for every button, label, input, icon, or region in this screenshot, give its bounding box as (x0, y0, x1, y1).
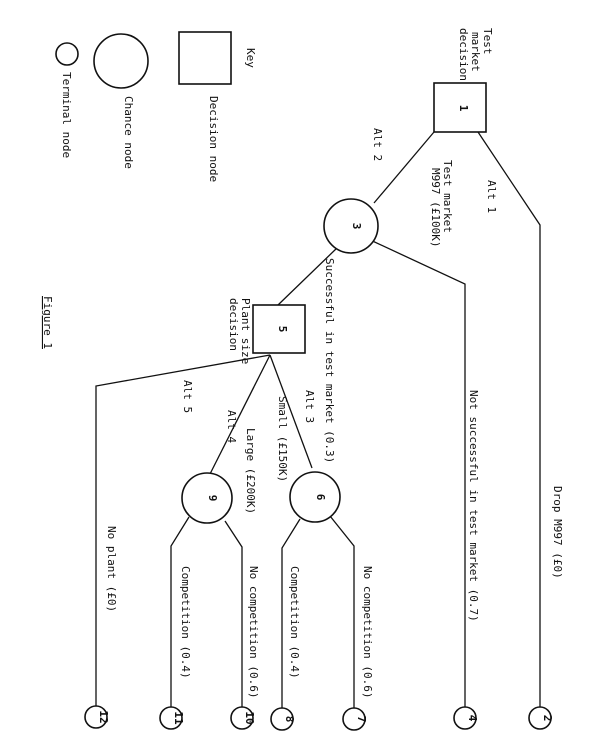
edge-label-test-market-line1: Test market (441, 160, 454, 233)
edge-label-no-plant: No plant (£0) (105, 526, 118, 612)
edge-alt1-drop (477, 131, 541, 707)
edge-labels: Alt 1 Alt 2 Test market M997 (£100K) Dro… (105, 128, 564, 698)
edge-n9-no-competition (224, 520, 243, 707)
terminal-node-7-number: 7 (355, 716, 368, 723)
decision-node-5-caption-line2: decision (227, 298, 240, 351)
tree-nodes: 1 Test market decision 3 5 Plant size de… (84, 28, 554, 731)
edge-label-alt2: Alt 2 (371, 128, 384, 161)
tree-edges (95, 131, 541, 708)
edge-alt4-large (209, 354, 271, 475)
edge-label-successful: Successful in test market (0.3) (323, 258, 336, 463)
edge-label-n9-competition: Competition (0.4) (179, 566, 192, 679)
edge-label-large: Large (£200K) (244, 428, 257, 514)
decision-node-1: 1 Test market decision (433, 28, 494, 133)
edge-alt3-small (269, 354, 313, 469)
terminal-node-2: 2 (528, 706, 554, 730)
edge-label-alt3: Alt 3 (303, 390, 316, 423)
edge-label-alt5: Alt 5 (181, 380, 194, 413)
edge-label-not-successful: Not successful in test market (0.7) (467, 390, 480, 622)
key-chance-label: Chance node (122, 96, 135, 169)
decision-node-1-caption-line1: Test (481, 28, 494, 55)
key-terminal-circle-icon (55, 42, 79, 66)
terminal-node-12-number: 12 (97, 710, 110, 723)
figure-caption: Figure 1 (41, 296, 54, 349)
terminal-node-4: 4 (453, 706, 479, 730)
terminal-node-8: 8 (270, 707, 296, 731)
edge-label-n6-competition: Competition (0.4) (288, 566, 301, 679)
terminal-node-2-number: 2 (541, 715, 554, 722)
chance-node-3: 3 (323, 198, 379, 254)
terminal-node-12: 12 (84, 705, 110, 729)
edge-n6-competition (281, 518, 301, 708)
edge-label-alt1: Alt 1 (485, 180, 498, 213)
edge-label-n6-no-competition: No competition (0.6) (361, 566, 374, 698)
chance-node-6-number: 6 (314, 494, 327, 501)
terminal-node-11-number: 11 (172, 711, 185, 725)
terminal-node-11: 11 (159, 706, 185, 730)
edge-label-alt4: Alt 4 (225, 410, 238, 443)
chance-node-3-number: 3 (350, 223, 363, 230)
decision-node-5-number: 5 (276, 326, 289, 333)
key-title: Key (244, 48, 257, 68)
terminal-node-8-number: 8 (283, 716, 296, 723)
edge-successful (277, 246, 339, 306)
chance-node-9-number: 9 (206, 495, 219, 502)
decision-node-1-caption-line3: decision (457, 28, 470, 81)
key-legend: Key Decision node Chance node Terminal n… (55, 31, 257, 182)
key-decision-label: Decision node (207, 96, 220, 182)
terminal-node-4-number: 4 (466, 715, 479, 722)
edge-label-n9-no-competition: No competition (0.6) (247, 566, 260, 698)
decision-node-5-caption-line1: Plant size (239, 298, 252, 364)
key-terminal-label: Terminal node (60, 72, 73, 158)
edge-n6-no-competition (329, 515, 355, 708)
edge-alt2-test-market (373, 131, 435, 204)
chance-node-9: 9 (181, 472, 233, 524)
key-decision-square-icon (178, 31, 232, 85)
edge-label-test-market-line2: M997 (£100K) (429, 168, 442, 247)
chance-node-6: 6 (289, 471, 341, 523)
terminal-node-7: 7 (342, 707, 368, 731)
key-chance-circle-icon (93, 33, 149, 89)
decision-node-1-caption-line2: market (469, 32, 482, 72)
edge-label-small: Small (£150K) (276, 396, 289, 482)
edge-not-successful (365, 237, 466, 707)
terminal-node-10: 10 (230, 706, 256, 730)
edge-label-drop: Drop M997 (£0) (551, 486, 564, 579)
decision-node-1-number: 1 (457, 105, 470, 112)
edge-n9-competition (170, 516, 190, 707)
edge-alt5-no-plant (95, 354, 271, 706)
decision-node-5: 5 Plant size decision (227, 298, 306, 364)
terminal-node-10-number: 10 (243, 711, 256, 724)
